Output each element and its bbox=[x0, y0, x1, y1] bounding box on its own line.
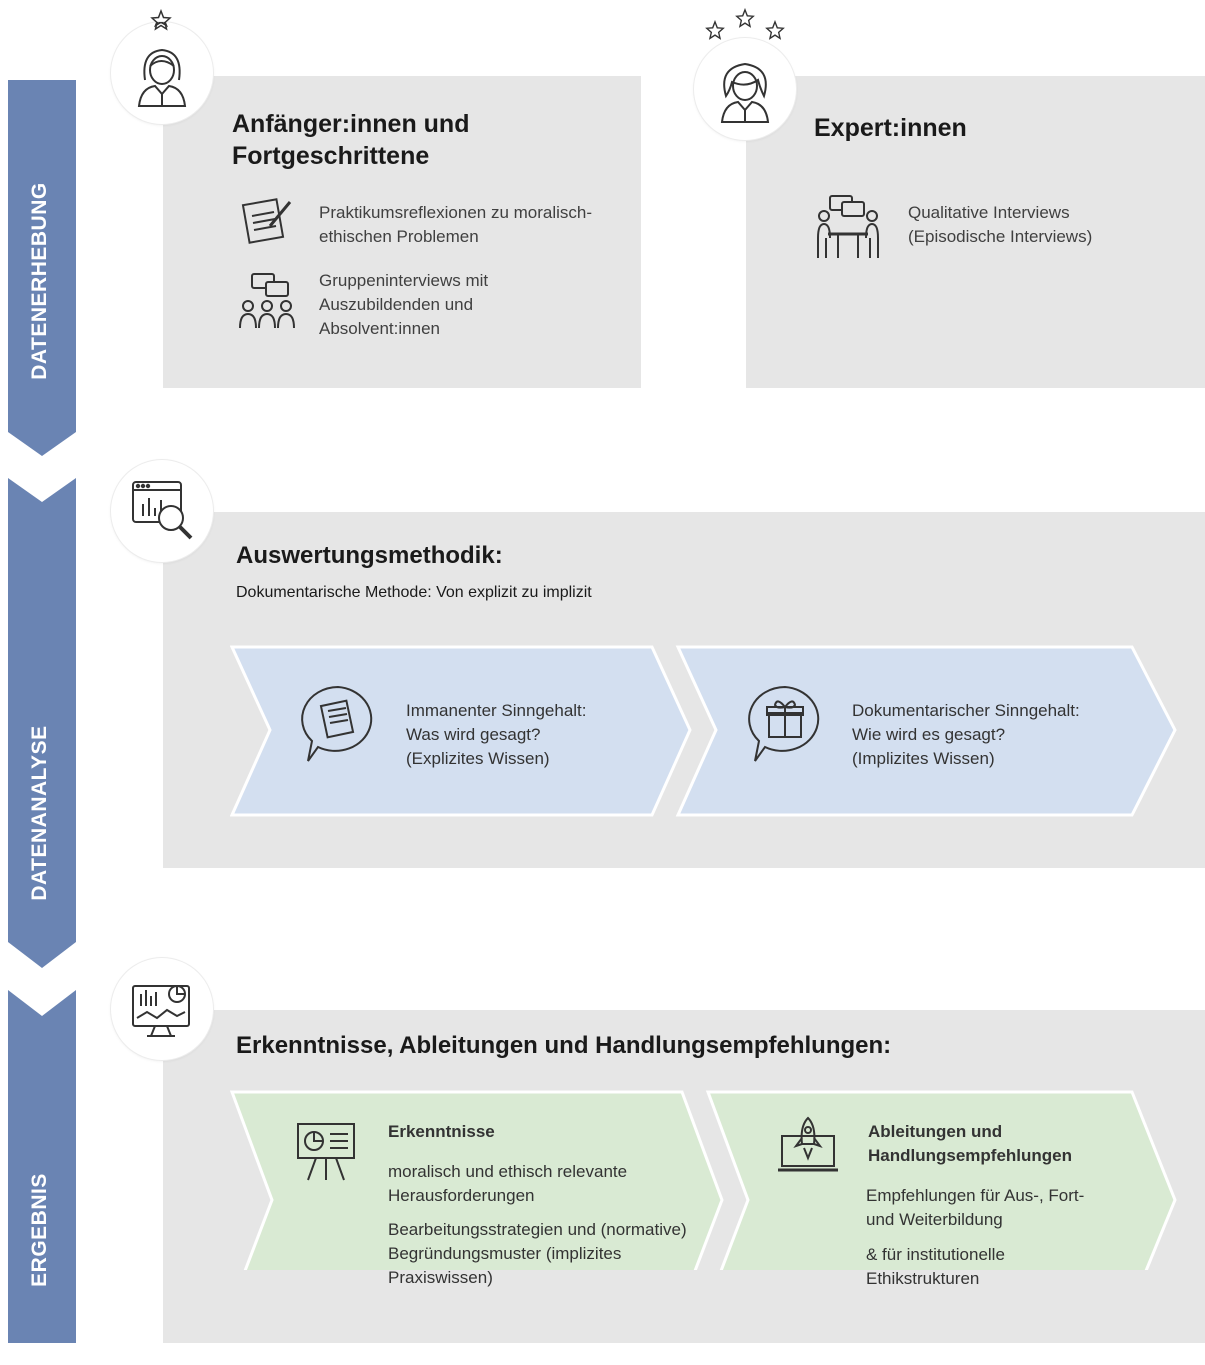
analysis-chevron-2 bbox=[675, 645, 1177, 817]
star-icon bbox=[150, 9, 172, 31]
beginners-item-1-text: Praktikumsreflexionen zu moralisch-ethis… bbox=[319, 203, 593, 246]
result-title: Erkenntnisse, Ableitungen und Handlungse… bbox=[236, 1032, 892, 1059]
group-interview-icon bbox=[239, 273, 295, 329]
analysis-step-1-line-1: Immanenter Sinngehalt: bbox=[406, 701, 587, 720]
analysis-step-2-line-3: (Implizites Wissen) bbox=[852, 749, 995, 768]
phase-bar bbox=[8, 80, 76, 1343]
panel-experts bbox=[746, 76, 1205, 388]
data-analysis-icon bbox=[132, 481, 193, 540]
experts-title: Expert:innen bbox=[814, 114, 967, 142]
interview-table-icon bbox=[817, 195, 879, 258]
star-icon bbox=[705, 20, 725, 40]
result-step-1-heading: Erkenntnisse bbox=[388, 1122, 495, 1141]
beginners-title: Anfänger:innen und Fortgeschrittene bbox=[232, 110, 470, 170]
analysis-step-1-line-3: (Explizites Wissen) bbox=[406, 749, 550, 768]
analysis-avatar bbox=[111, 460, 213, 562]
result-step-2-paragraph-1: Empfehlungen für Aus-, Fort- und Weiterb… bbox=[866, 1186, 1085, 1229]
result-step-1-paragraph-1: moralisch und ethisch relevante Herausfo… bbox=[388, 1162, 628, 1205]
panel-beginners bbox=[163, 76, 641, 388]
beginners-item-2-text: Gruppeninterviews mit Auszubildenden und… bbox=[319, 271, 489, 338]
beginner-person-icon bbox=[137, 22, 187, 107]
star-icon bbox=[735, 8, 755, 28]
expert-person-icon bbox=[720, 62, 770, 123]
result-step-1-paragraph-2: Bearbeitungsstrategien und (normative) B… bbox=[388, 1220, 687, 1287]
analysis-subtitle: Dokumentarische Methode: Von explizit zu… bbox=[236, 584, 592, 601]
phase-arrow-ergebnis bbox=[8, 990, 76, 1343]
analysis-step-1-line-2: Was wird gesagt? bbox=[406, 725, 541, 744]
beginner-avatar bbox=[111, 22, 213, 124]
presentation-board-icon bbox=[297, 1123, 355, 1181]
analysis-step-2-line-2: Wie wird es gesagt? bbox=[852, 725, 1006, 744]
result-avatar bbox=[111, 958, 213, 1060]
phase-arrow-datenanalyse bbox=[8, 478, 76, 968]
result-step-2-heading: Ableitungen und Handlungsempfehlungen bbox=[868, 1122, 1072, 1165]
analysis-title: Auswertungsmethodik: bbox=[236, 542, 503, 569]
experts-item-1-text: Qualitative Interviews (Episodische Inte… bbox=[908, 203, 1093, 246]
document-pen-icon bbox=[241, 198, 292, 244]
star-icon bbox=[765, 20, 785, 40]
monitor-chart-icon bbox=[132, 985, 190, 1037]
result-step-2-paragraph-2: & für institutionelle Ethikstrukturen bbox=[866, 1245, 1005, 1288]
phase-label-datenanalyse: DATENANALYSE bbox=[28, 725, 51, 901]
rocket-laptop-icon bbox=[778, 1116, 838, 1172]
phase-label-ergebnis: ERGEBNIS bbox=[28, 1173, 51, 1287]
documents-bubble-icon bbox=[301, 685, 373, 762]
expert-avatar bbox=[694, 38, 796, 140]
gift-bubble-icon bbox=[748, 685, 820, 762]
phase-arrow-datenerhebung bbox=[8, 80, 76, 456]
analysis-step-2-line-1: Dokumentarischer Sinngehalt: bbox=[852, 701, 1080, 720]
phase-label-datenerhebung: DATENERHEBUNG bbox=[28, 182, 51, 380]
